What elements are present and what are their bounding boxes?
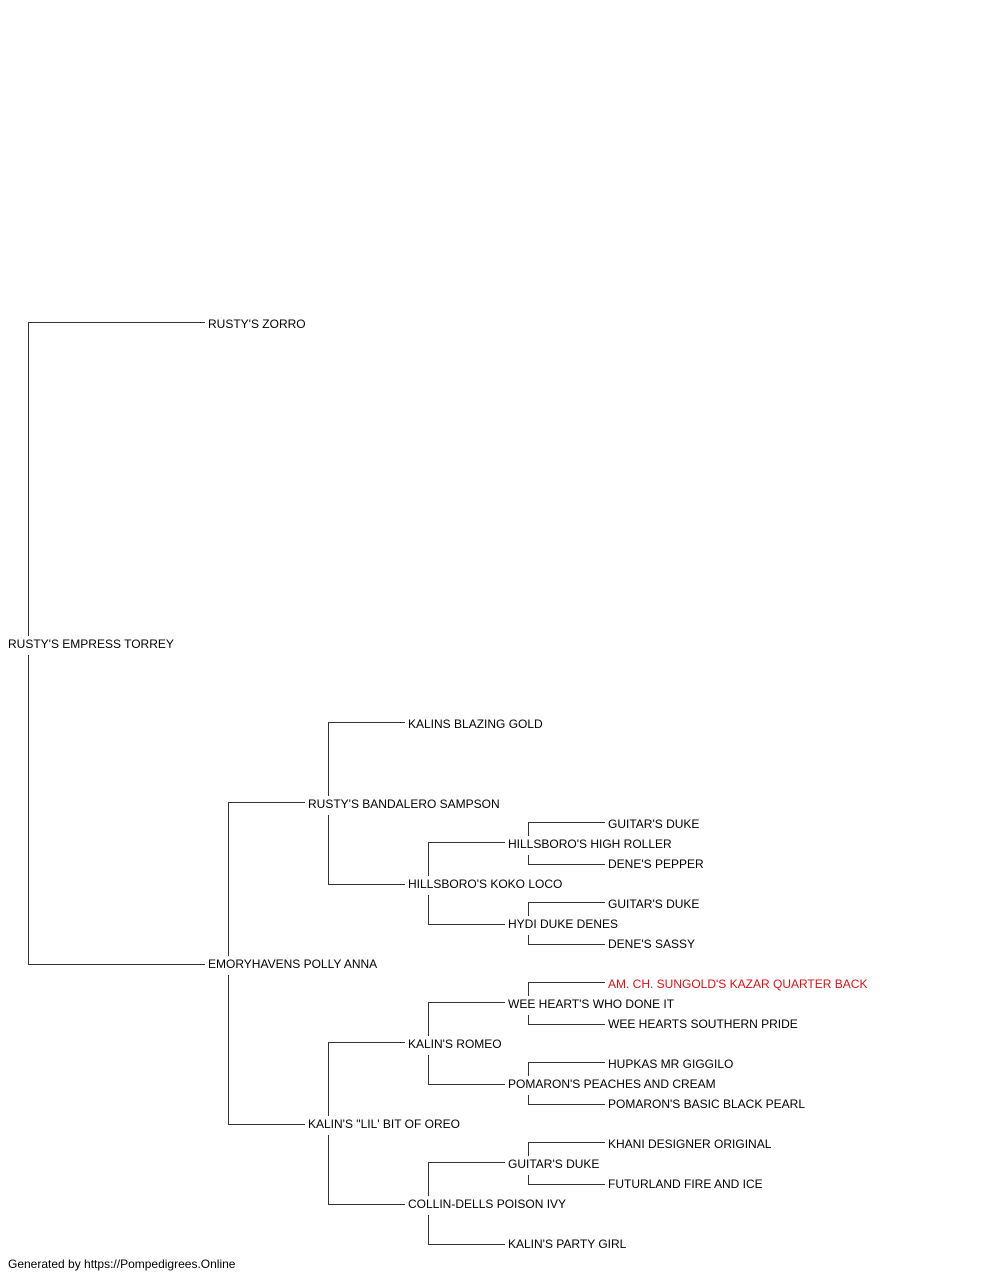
- dam-dam-dam-name[interactable]: COLLIN-DELLS POISON IVY: [408, 1197, 567, 1211]
- connector-weeheart-sire: [528, 982, 605, 996]
- connector-sire: [28, 322, 205, 636]
- connector-koko-dam: [428, 895, 505, 925]
- connector-pomaron-sire: [528, 1062, 605, 1076]
- gen5-name[interactable]: FUTURLAND FIRE AND ICE: [608, 1177, 763, 1191]
- dam-sire-dam-dam-name[interactable]: HYDI DUKE DENES: [508, 917, 619, 931]
- gen5-name[interactable]: KHANI DESIGNER ORIGINAL: [608, 1137, 772, 1151]
- dam-dam-sire-dam-name[interactable]: POMARON'S PEACHES AND CREAM: [508, 1077, 716, 1091]
- gen5-name[interactable]: GUITAR'S DUKE: [608, 897, 700, 911]
- connector-dam-sire-dam: [328, 815, 405, 885]
- connector-dam-sire: [228, 802, 305, 956]
- dam-dam-dam-dam-name[interactable]: KALIN'S PARTY GIRL: [508, 1237, 627, 1251]
- connector-ivy-dam: [428, 1215, 505, 1245]
- dam-sire-name[interactable]: RUSTY'S BANDALERO SAMPSON: [308, 797, 500, 811]
- connector-ivy-sire: [428, 1162, 505, 1196]
- gen5-name[interactable]: HUPKAS MR GIGGILO: [608, 1057, 734, 1071]
- connector-oreo-sire: [328, 1042, 405, 1116]
- gen5-name[interactable]: DENE'S PEPPER: [608, 857, 704, 871]
- dam-dam-sire-sire-name[interactable]: WEE HEART'S WHO DONE IT: [508, 997, 675, 1011]
- connector-hydi-sire: [528, 902, 605, 916]
- connector-guitarduke-dam: [528, 1175, 605, 1185]
- dam-dam-dam-sire-name[interactable]: GUITAR'S DUKE: [508, 1157, 600, 1171]
- connector-guitarduke-sire: [528, 1142, 605, 1156]
- connector-dam: [28, 655, 205, 965]
- connector-weeheart-dam: [528, 1015, 605, 1025]
- connector-romeo-sire: [428, 1002, 505, 1036]
- dam-dam-name[interactable]: KALIN'S "LIL' BIT OF OREO: [308, 1117, 460, 1131]
- gen5-name[interactable]: DENE'S SASSY: [608, 937, 695, 951]
- dam-sire-dam-sire-name[interactable]: HILLSBORO'S HIGH ROLLER: [508, 837, 672, 851]
- connector-pomaron-dam: [528, 1095, 605, 1105]
- connector-oreo-dam: [328, 1135, 405, 1205]
- sire-name[interactable]: RUSTY'S ZORRO: [208, 317, 306, 331]
- subject-name[interactable]: RUSTY'S EMPRESS TORREY: [8, 637, 174, 651]
- connector-hydi-dam: [528, 935, 605, 945]
- gen5-name[interactable]: WEE HEARTS SOUTHERN PRIDE: [608, 1017, 798, 1031]
- footer-credit: Generated by https://Pompedigrees.Online: [8, 1257, 236, 1271]
- connector-romeo-dam: [428, 1055, 505, 1085]
- connector-koko-sire: [428, 842, 505, 876]
- connector-highroller-sire: [528, 822, 605, 836]
- dam-sire-sire-name[interactable]: KALINS BLAZING GOLD: [408, 717, 543, 731]
- dam-dam-sire-name[interactable]: KALIN'S ROMEO: [408, 1037, 502, 1051]
- gen5-name[interactable]: GUITAR'S DUKE: [608, 817, 700, 831]
- gen5-name[interactable]: POMARON'S BASIC BLACK PEARL: [608, 1097, 806, 1111]
- connector-dam-dam: [228, 975, 305, 1125]
- dam-name[interactable]: EMORYHAVENS POLLY ANNA: [208, 957, 378, 971]
- connector-highroller-dam: [528, 855, 605, 865]
- connector-dam-sire-sire: [328, 722, 405, 796]
- champion-name[interactable]: AM. CH. SUNGOLD'S KAZAR QUARTER BACK: [608, 977, 868, 991]
- dam-sire-dam-name[interactable]: HILLSBORO'S KOKO LOCO: [408, 877, 563, 891]
